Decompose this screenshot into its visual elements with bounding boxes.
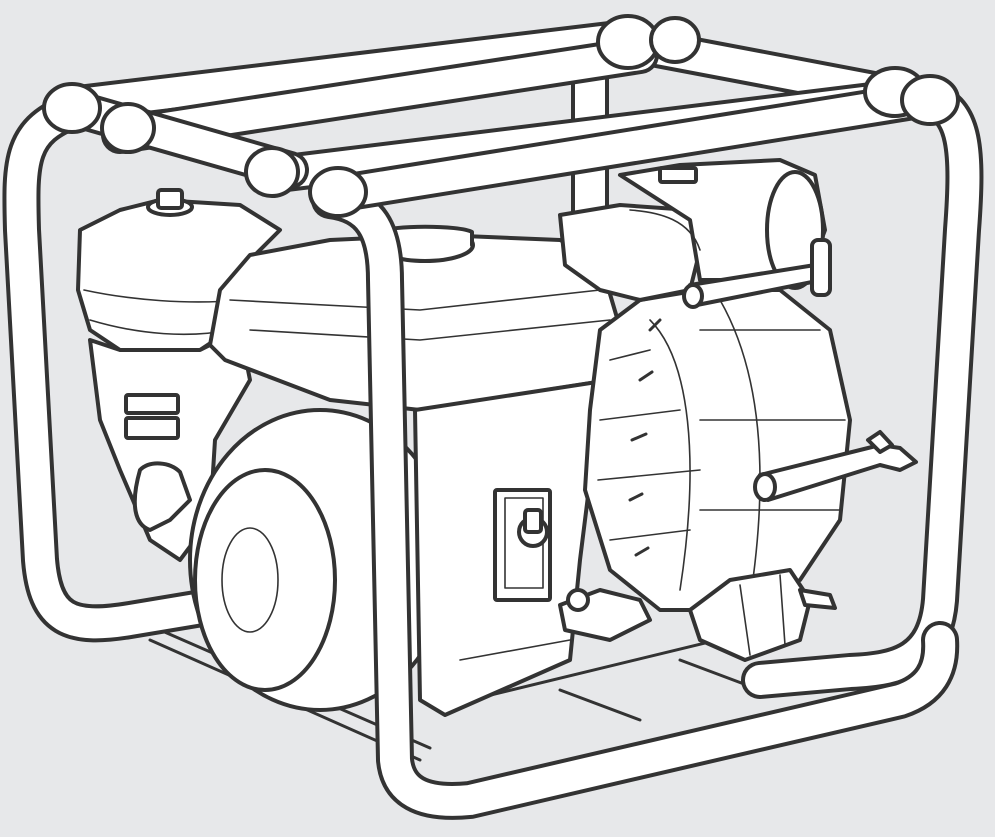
frame-joints [42,14,960,218]
drain-handle [753,430,918,502]
frame-front-right [311,181,960,820]
inlet-housing [558,158,832,309]
pump-feet [558,568,837,662]
frame-right-loop [741,81,984,699]
frame-top [51,21,939,214]
frame-left-loop [2,91,269,643]
pump-volute [583,288,852,612]
choke-knob [132,461,192,532]
